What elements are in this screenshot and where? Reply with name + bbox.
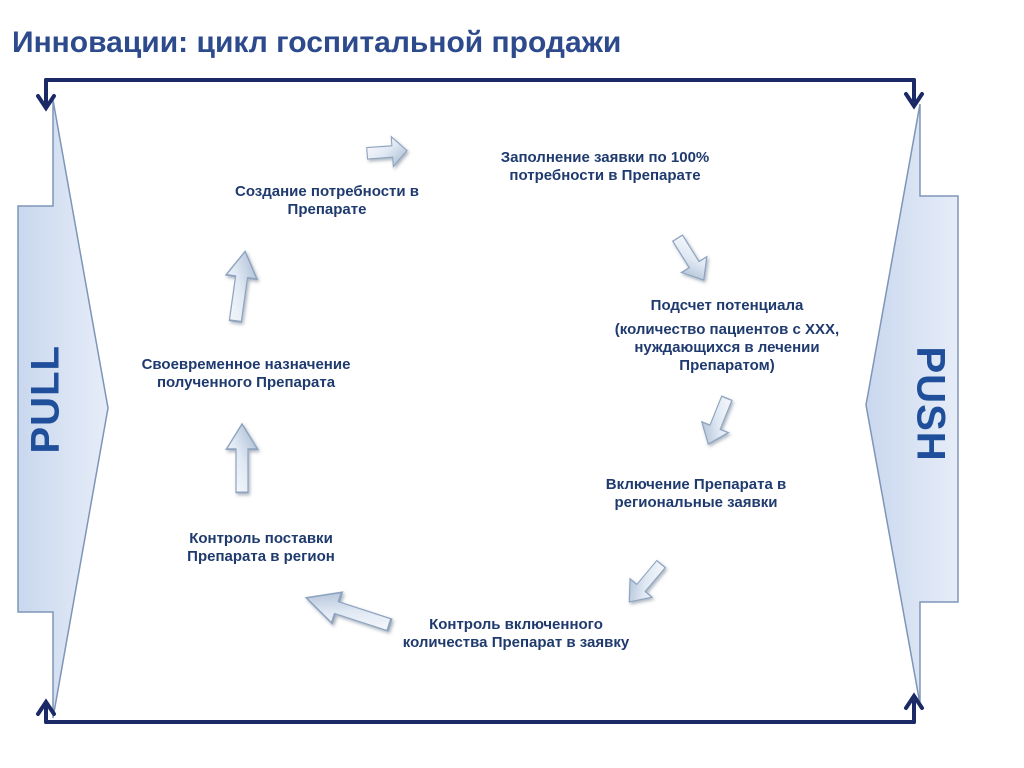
push-panel (865, 103, 959, 705)
push-label: PUSH (908, 346, 953, 462)
step-regional-text: Включение Препарата в региональные заявк… (605, 476, 787, 511)
arrow-down-1 (664, 229, 718, 289)
step-application-text: Заполнение заявки по 100% потребности в … (500, 149, 710, 184)
step-potential: Подсчет потенциала (количество пациентов… (598, 297, 856, 375)
step-regional: Включение Препарата в региональные заявк… (580, 476, 812, 512)
page-title: Инновации: цикл госпитальной продажи (12, 26, 622, 59)
step-control-supply-text: Контроль поставки Препарата в регион (187, 530, 335, 565)
arrow-left-bottom (300, 581, 396, 642)
step-prescription-text: Своевременное назначение полученного Пре… (141, 356, 351, 391)
pull-panel (17, 99, 109, 719)
arrow-up-2 (218, 248, 262, 325)
step-control-quantity: Контроль включенного количества Препарат… (396, 616, 636, 652)
arrow-down-3 (617, 554, 673, 612)
step-need-creation-text: Создание потребности в Препарате (235, 183, 419, 218)
step-control-quantity-text: Контроль включенного количества Препарат… (402, 616, 630, 651)
arrow-up-1 (225, 423, 259, 494)
step-application: Заполнение заявки по 100% потребности в … (490, 149, 720, 185)
step-control-supply: Контроль поставки Препарата в регион (150, 530, 372, 566)
step-need-creation: Создание потребности в Препарате (208, 183, 446, 219)
arrow-down-2 (694, 392, 741, 451)
step-potential-detail: (количество пациентов с XXX, нуждающихся… (614, 321, 840, 374)
step-prescription: Своевременное назначение полученного Пре… (100, 356, 392, 392)
step-potential-title: Подсчет потенциала (650, 297, 804, 314)
pull-label: PULL (23, 345, 68, 454)
cycle-frame (36, 78, 924, 724)
arrow-right-top (365, 135, 409, 169)
